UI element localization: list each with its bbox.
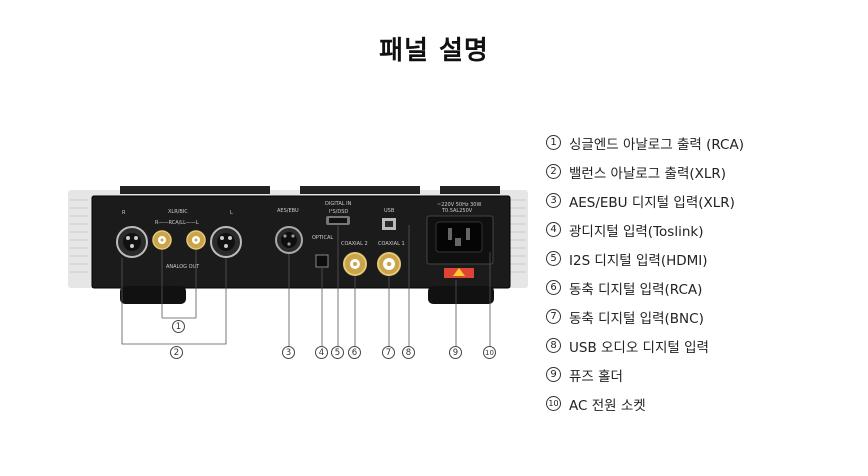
callout-1: 1 (172, 320, 185, 333)
i2s-label: I²S/DSD (329, 209, 348, 215)
legend-item: 6 동축 디지털 입력(RCA) (546, 273, 866, 302)
legend-number: 9 (546, 367, 561, 382)
aes-ebu-label: AES/EBU (277, 208, 299, 214)
legend-label: 싱글엔드 아날로그 출력 (RCA) (569, 136, 744, 153)
l-label: L (230, 210, 233, 216)
xlr-group-label: XLR/BIC (168, 209, 188, 215)
legend-number: 3 (546, 193, 561, 208)
power-spec-2: T0.5AL250V (441, 208, 473, 214)
legend-item: 7 동축 디지털 입력(BNC) (546, 302, 866, 331)
legend-label: I2S 디지털 입력(HDMI) (569, 252, 708, 269)
legend-number: 7 (546, 309, 561, 324)
legend-label: AC 전원 소켓 (569, 397, 646, 414)
legend-item: 1 싱글엔드 아날로그 출력 (RCA) (546, 128, 866, 157)
legend-item: 4 광디지털 입력(Toslink) (546, 215, 866, 244)
legend-item: 8 USB 오디오 디지털 입력 (546, 331, 866, 360)
analog-out-label: ANALOG OUT (166, 264, 200, 270)
legend-item: 2 밸런스 아날로그 출력(XLR) (546, 157, 866, 186)
legend-item: 5 I2S 디지털 입력(HDMI) (546, 244, 866, 273)
legend-label: 광디지털 입력(Toslink) (569, 223, 704, 240)
optical-label: OPTICAL (312, 235, 333, 241)
legend-label: AES/EBU 디지털 입력(XLR) (569, 194, 735, 211)
callout-4: 4 (315, 346, 328, 359)
legend-number: 4 (546, 222, 561, 237)
legend-number: 6 (546, 280, 561, 295)
legend-label: 동축 디지털 입력(BNC) (569, 310, 704, 327)
callout-3: 3 (282, 346, 295, 359)
callout-10: 10 (483, 346, 496, 359)
coaxial2-label: COAXIAL 2 (341, 241, 368, 247)
callout-5: 5 (331, 346, 344, 359)
r-label: R (122, 210, 126, 216)
callout-6: 6 (348, 346, 361, 359)
callout-2: 2 (170, 346, 183, 359)
legend-item: 9 퓨즈 홀더 (546, 360, 866, 389)
power-spec-1: ~220V 50Hz 30W (437, 202, 481, 208)
page-title: 패널 설명 (379, 36, 489, 66)
legend-number: 1 (546, 135, 561, 150)
digital-in-label: DIGITAL IN (325, 201, 352, 207)
callout-8: 8 (402, 346, 415, 359)
legend-number: 10 (546, 396, 561, 411)
coaxial1-label: COAXIAL 1 (378, 241, 405, 247)
legend-number: 2 (546, 164, 561, 179)
usb-label: USB (384, 208, 395, 214)
legend-label: 밸런스 아날로그 출력(XLR) (569, 165, 727, 182)
legend-number: 8 (546, 338, 561, 353)
rca-group-label: R——RCA/LL——L (155, 220, 199, 226)
legend-label: 퓨즈 홀더 (569, 368, 623, 385)
legend-label: USB 오디오 디지털 입력 (569, 339, 709, 356)
legend-label: 동축 디지털 입력(RCA) (569, 281, 703, 298)
callout-7: 7 (382, 346, 395, 359)
legend-item: 10 AC 전원 소켓 (546, 389, 866, 418)
callout-9: 9 (449, 346, 462, 359)
legend-item: 3 AES/EBU 디지털 입력(XLR) (546, 186, 866, 215)
legend-number: 5 (546, 251, 561, 266)
